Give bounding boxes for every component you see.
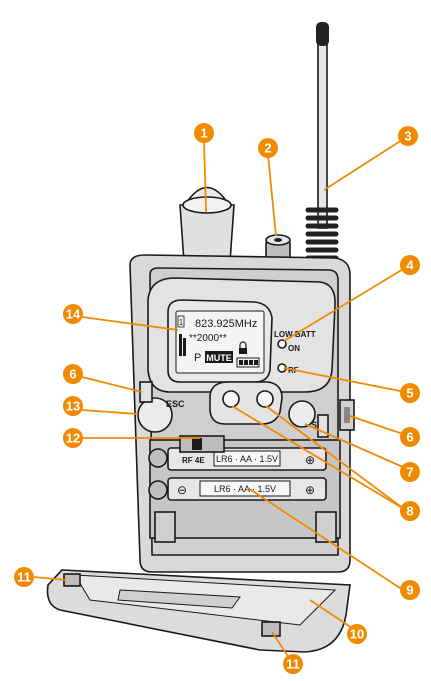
- lcd-preset: P: [194, 352, 201, 364]
- svg-text:8: 8: [406, 504, 413, 519]
- battery2-minus: ⊖: [177, 483, 187, 497]
- svg-text:1: 1: [200, 126, 207, 141]
- svg-text:6: 6: [406, 430, 413, 445]
- battery-1: ⊕ LR6 · AA · 1.5V: [167, 447, 327, 471]
- svg-text:6: 6: [69, 367, 76, 382]
- lock-icon: [239, 341, 247, 354]
- battery-level-icon: [236, 357, 260, 368]
- hinge-left: [154, 511, 176, 543]
- lcd-name: **2000**: [189, 333, 227, 344]
- callout-2: 2: [258, 138, 278, 158]
- up-button[interactable]: [222, 390, 240, 408]
- contact-spring-bottom: [148, 480, 168, 500]
- svg-text:11: 11: [286, 657, 300, 672]
- callout-11-bottom: 11: [283, 654, 303, 674]
- callout-14: 14: [63, 304, 83, 324]
- svg-text:9: 9: [406, 583, 413, 598]
- lcd-display: 1 823.925MHz **2000** P MUTE: [167, 299, 273, 383]
- callout-4: 4: [400, 255, 420, 275]
- battery-compartment: ⊕ LR6 · AA · 1.5V RF 4E ⊖ ⊕ LR6 · AA · 1…: [148, 435, 341, 539]
- svg-text:10: 10: [350, 627, 364, 642]
- svg-text:2: 2: [264, 141, 271, 156]
- set-side-tab: [317, 414, 329, 438]
- cover-rib: [117, 589, 241, 609]
- on-label: ON: [288, 344, 300, 353]
- callout-13: 13: [63, 396, 83, 416]
- battery-selector-label: RF 4E: [182, 456, 205, 465]
- low-batt-led: [277, 339, 287, 349]
- lcd-level-bars: [179, 334, 186, 356]
- cover-hook-left: [63, 573, 81, 587]
- battery-2: ⊖ ⊕ LR6 · AA · 1.5V: [167, 477, 327, 501]
- volume-knob[interactable]: [175, 186, 237, 272]
- svg-text:14: 14: [66, 307, 81, 322]
- lcd-frequency: 823.925MHz: [195, 318, 257, 330]
- callout-9: 9: [400, 580, 420, 600]
- battery2-plus: ⊕: [305, 483, 315, 497]
- svg-text:11: 11: [17, 570, 31, 585]
- callout-12: 12: [63, 428, 83, 448]
- battery-cover[interactable]: [46, 569, 351, 653]
- battery1-plus: ⊕: [305, 453, 315, 467]
- callout-8: 8: [400, 501, 420, 521]
- callout-11-left: 11: [14, 567, 34, 587]
- battery-cover-latch-right[interactable]: [339, 399, 355, 431]
- esc-button[interactable]: ESC: [137, 397, 185, 433]
- callout-6-right: 6: [400, 427, 420, 447]
- esc-label: ESC: [166, 399, 185, 409]
- svg-text:13: 13: [66, 399, 80, 414]
- contact-spring-top: [148, 448, 168, 468]
- rocker-area: [209, 381, 283, 425]
- hinge-right: [315, 511, 337, 543]
- down-button[interactable]: [256, 390, 274, 408]
- svg-text:3: 3: [404, 129, 411, 144]
- battery-selector-switch[interactable]: RF 4E: [179, 435, 225, 465]
- antenna: [305, 22, 339, 269]
- callout-6-left: 6: [63, 364, 83, 384]
- lcd-channel: 1: [179, 318, 184, 327]
- battery2-label: LR6 · AA · 1.5V: [214, 484, 276, 494]
- callout-3: 3: [398, 126, 418, 146]
- callout-1: 1: [194, 123, 214, 143]
- leader-lines: [33, 139, 406, 659]
- cover-hook-right: [261, 621, 281, 637]
- battery1-label: LR6 · AA · 1.5V: [216, 454, 278, 464]
- svg-text:5: 5: [406, 386, 413, 401]
- callout-7: 7: [400, 462, 420, 482]
- svg-text:7: 7: [406, 465, 413, 480]
- callout-5: 5: [400, 383, 420, 403]
- svg-text:4: 4: [406, 258, 414, 273]
- svg-text:12: 12: [66, 431, 80, 446]
- callout-10: 10: [347, 624, 367, 644]
- lcd-mute: MUTE: [206, 353, 232, 363]
- lcd-mute-box: [205, 351, 233, 363]
